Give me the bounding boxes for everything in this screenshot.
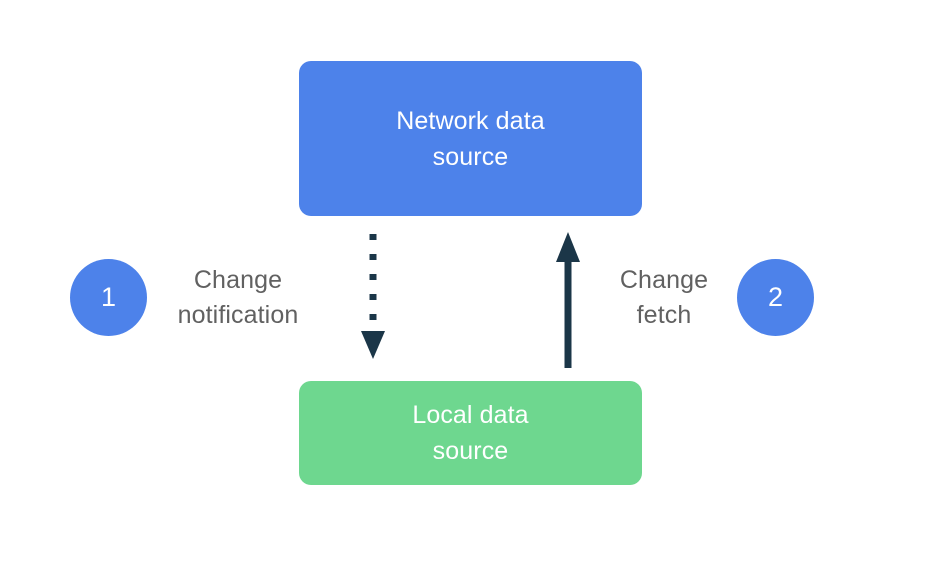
step-badge-1-number: 1 <box>100 282 117 312</box>
node-local-data-source[interactable]: Local data source <box>299 381 642 485</box>
node-local-data-source-label: Local data source <box>412 401 529 465</box>
edge-change-notification-arrow <box>361 234 385 359</box>
step-badge-2[interactable]: 2 <box>737 259 814 336</box>
step-badge-2-number: 2 <box>767 282 784 312</box>
edge-change-fetch-arrow <box>556 232 580 368</box>
step-badge-1[interactable]: 1 <box>70 259 147 336</box>
node-network-data-source-label: Network data source <box>396 106 545 171</box>
edge-caption-change-fetch: Change fetch <box>619 266 709 329</box>
arrowhead-down-icon <box>361 331 385 359</box>
arrowhead-up-icon <box>556 232 580 262</box>
node-network-data-source[interactable]: Network data source <box>299 61 642 216</box>
edge-caption-change-notification: Change notification <box>177 266 299 329</box>
